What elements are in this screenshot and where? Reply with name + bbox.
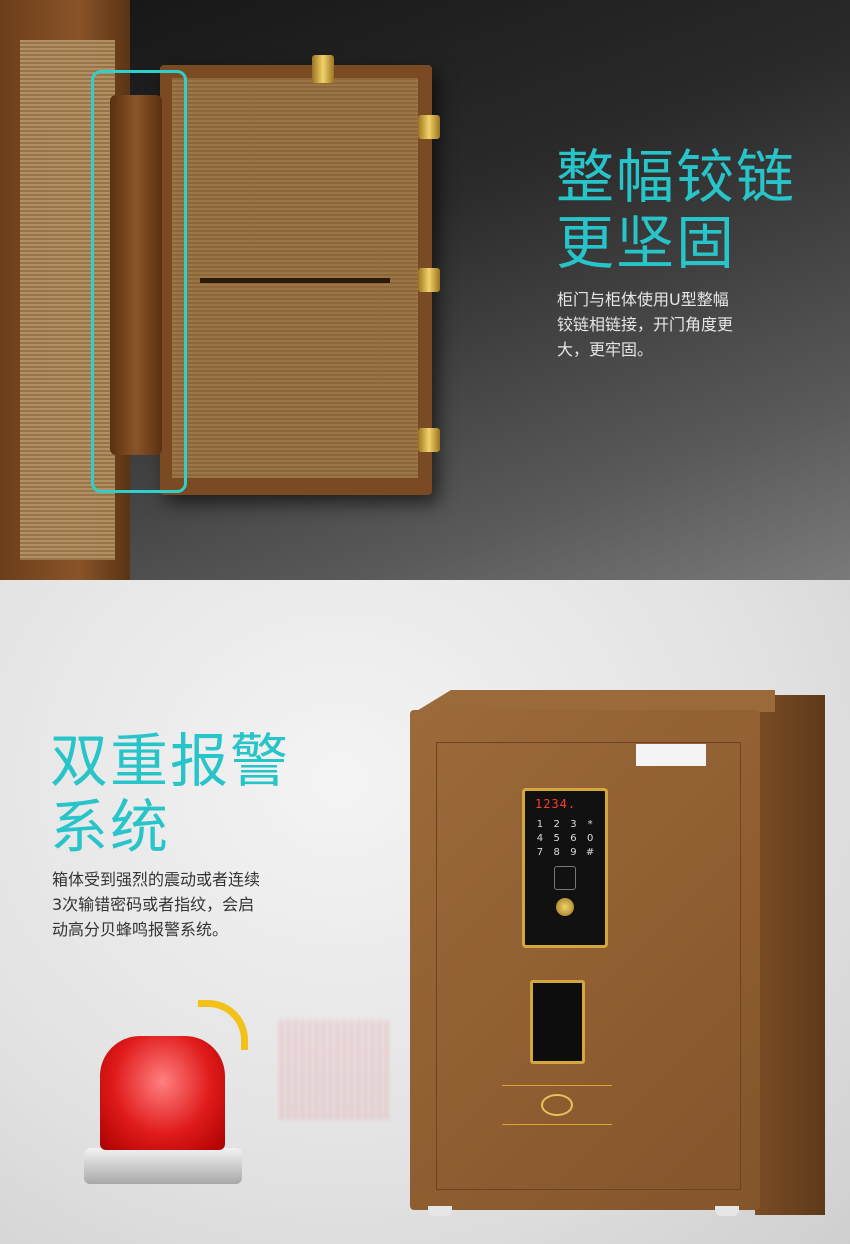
- hinge-description: 柜门与柜体使用U型整幅 铰链相链接，开门角度更 大，更牢固。: [557, 287, 733, 362]
- description-line: 箱体受到强烈的震动或者连续: [52, 870, 261, 889]
- top-bolt: [312, 55, 334, 83]
- cabinet-inner-panel: [20, 40, 115, 560]
- keypad-key[interactable]: 6: [570, 833, 577, 844]
- keypad-key[interactable]: 7: [536, 847, 544, 858]
- locking-bolt: [418, 428, 440, 452]
- keypad-key[interactable]: *: [587, 819, 593, 830]
- compliance-label: [636, 744, 706, 766]
- description-line: 铰链相链接，开门角度更: [557, 315, 734, 334]
- safe-side: [755, 695, 825, 1215]
- keypad-key[interactable]: 8: [553, 847, 560, 858]
- alarm-section: 双重报警 系统 箱体受到强烈的震动或者连续 3次输错密码或者指纹，会启 动高分贝…: [0, 580, 850, 1244]
- safe-top: [415, 690, 775, 712]
- hinge-highlight-box: [91, 70, 187, 493]
- siren-light: [100, 1036, 225, 1150]
- alarm-title: 双重报警 系统: [50, 728, 290, 860]
- sound-wave-icon: [198, 1000, 248, 1050]
- description-line: 3次输错密码或者指纹，会启: [52, 895, 255, 914]
- safe-foot: [428, 1206, 452, 1216]
- hinge-title: 整幅铰链 更坚固: [556, 144, 796, 276]
- keypad-key[interactable]: 5: [553, 833, 560, 844]
- title-line: 更坚固: [556, 209, 737, 277]
- locking-bolt: [418, 115, 440, 139]
- key-lock[interactable]: [556, 898, 574, 916]
- title-line: 系统: [50, 793, 171, 861]
- keypad-key[interactable]: 1: [536, 819, 544, 830]
- siren-base: [84, 1148, 242, 1184]
- title-line: 整幅铰链: [556, 143, 797, 211]
- title-line: 双重报警: [50, 727, 291, 795]
- description-line: 动高分贝蜂鸣报警系统。: [52, 920, 229, 939]
- safe-handle[interactable]: [530, 980, 585, 1064]
- hinge-bar: [110, 95, 162, 455]
- keypad-key[interactable]: 9: [570, 847, 577, 858]
- keypad-key[interactable]: 0: [586, 833, 594, 844]
- keypad-key[interactable]: #: [585, 847, 595, 858]
- hinge-section: 整幅铰链 更坚固 柜门与柜体使用U型整幅 铰链相链接，开门角度更 大，更牢固。: [0, 0, 850, 580]
- safe-door-outline: [436, 742, 741, 1190]
- alarm-description: 箱体受到强烈的震动或者连续 3次输错密码或者指纹，会启 动高分贝蜂鸣报警系统。: [52, 867, 260, 942]
- keypad-key[interactable]: 4: [536, 833, 544, 844]
- keypad-key[interactable]: 2: [553, 819, 560, 830]
- emblem-badge: [541, 1094, 573, 1116]
- keypad-key[interactable]: 3: [570, 819, 577, 830]
- locking-bolt: [418, 268, 440, 292]
- fingerprint-sensor[interactable]: [554, 866, 576, 890]
- keypad-display: 1234.: [535, 797, 577, 811]
- description-line: 柜门与柜体使用U型整幅: [557, 290, 729, 309]
- door-slot: [200, 278, 390, 283]
- brand-emblem: [502, 1085, 612, 1125]
- sound-pulse: [280, 1020, 390, 1120]
- safe-foot: [715, 1206, 739, 1216]
- description-line: 大，更牢固。: [557, 340, 654, 359]
